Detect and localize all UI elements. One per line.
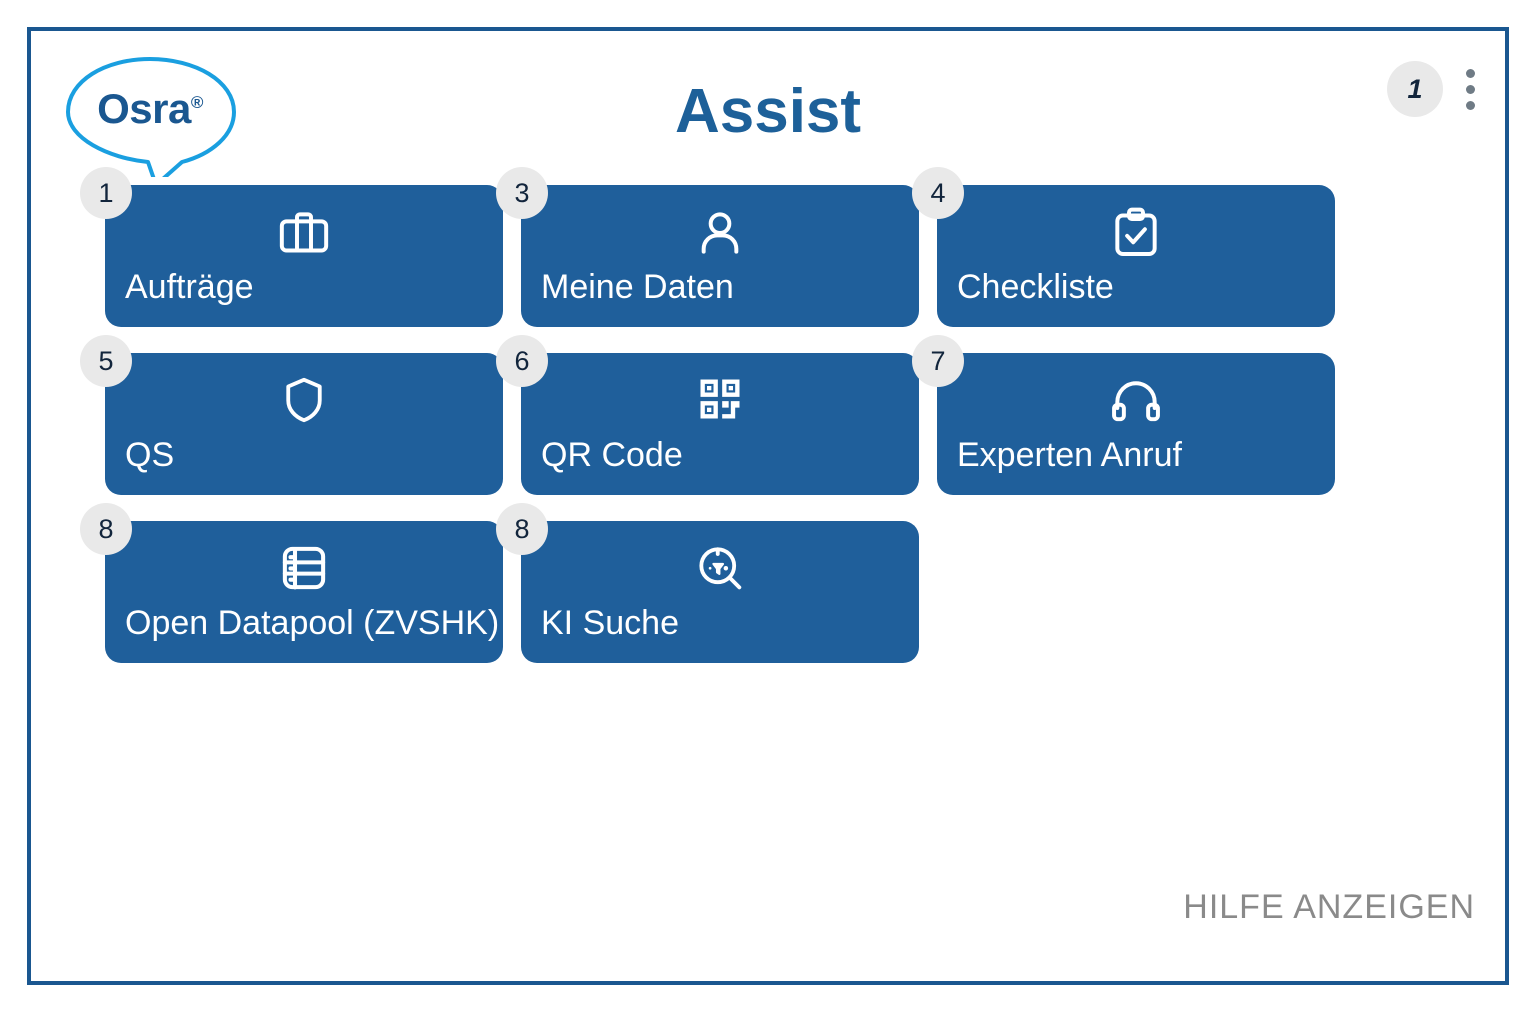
tile-badge: 3 (496, 167, 548, 219)
kebab-dot (1465, 84, 1475, 94)
kebab-dot (1465, 100, 1475, 110)
tile-row: 5 QS 6 (80, 335, 1435, 495)
tile-badge: 1 (80, 167, 132, 219)
page-title: Assist (674, 77, 862, 146)
tile-meine-daten[interactable]: 3 Meine Daten (496, 167, 919, 327)
tile-experten-anruf[interactable]: 7 Experten Anruf (912, 335, 1335, 495)
tile-ki-suche[interactable]: 8 KI Suche (496, 503, 919, 663)
tile-badge: 5 (80, 335, 132, 387)
logo-wordmark: Osra® (64, 85, 236, 133)
header: Osra® Assist 1 (31, 31, 1505, 177)
tile-label: Meine Daten (541, 268, 734, 306)
tile-grid: 1 Aufträge 3 Mei (80, 167, 1435, 689)
tile-qs[interactable]: 5 QS (80, 335, 503, 495)
tile-label: Aufträge (125, 268, 254, 306)
headset-icon (937, 373, 1335, 429)
clipboard-check-icon (937, 205, 1335, 261)
tile-label: Open Datapool (ZVSHK) (125, 604, 500, 642)
tile-auftraege[interactable]: 1 Aufträge (80, 167, 503, 327)
help-link[interactable]: HILFE ANZEIGEN (1183, 888, 1475, 926)
tile-checkliste[interactable]: 4 Checkliste (912, 167, 1335, 327)
ai-search-icon (521, 541, 919, 595)
tile-qr-code[interactable]: 6 QR Code (496, 335, 919, 495)
registered-mark: ® (190, 93, 204, 112)
tile-label: Experten Anruf (957, 436, 1182, 474)
tile-label: KI Suche (541, 604, 679, 642)
tile-label: Checkliste (957, 268, 1114, 306)
header-badge[interactable]: 1 (1387, 61, 1443, 117)
header-actions: 1 (1387, 61, 1483, 117)
tile-open-datapool[interactable]: 8 Open Datapool (ZVSHK) (80, 503, 503, 663)
shield-icon (105, 373, 503, 427)
logo-text: Osra (97, 85, 191, 132)
qr-code-icon (521, 373, 919, 425)
tile-badge: 6 (496, 335, 548, 387)
speech-bubble-icon (66, 57, 236, 177)
tile-badge: 8 (496, 503, 548, 555)
tile-badge: 7 (912, 335, 964, 387)
kebab-menu-icon[interactable] (1457, 61, 1483, 117)
tile-label: QR Code (541, 436, 683, 474)
briefcase-icon (105, 205, 503, 261)
person-icon (521, 205, 919, 261)
tile-badge: 8 (80, 503, 132, 555)
kebab-dot (1465, 68, 1475, 78)
osra-logo: Osra® (64, 55, 239, 177)
tile-row: 1 Aufträge 3 Mei (80, 167, 1435, 327)
tile-row: 8 Open Datapool (ZVSHK) 8 (80, 503, 1435, 663)
app-frame: Osra® Assist 1 1 (27, 27, 1509, 985)
database-list-icon (105, 541, 503, 595)
tile-badge: 4 (912, 167, 964, 219)
tile-label: QS (125, 436, 175, 474)
